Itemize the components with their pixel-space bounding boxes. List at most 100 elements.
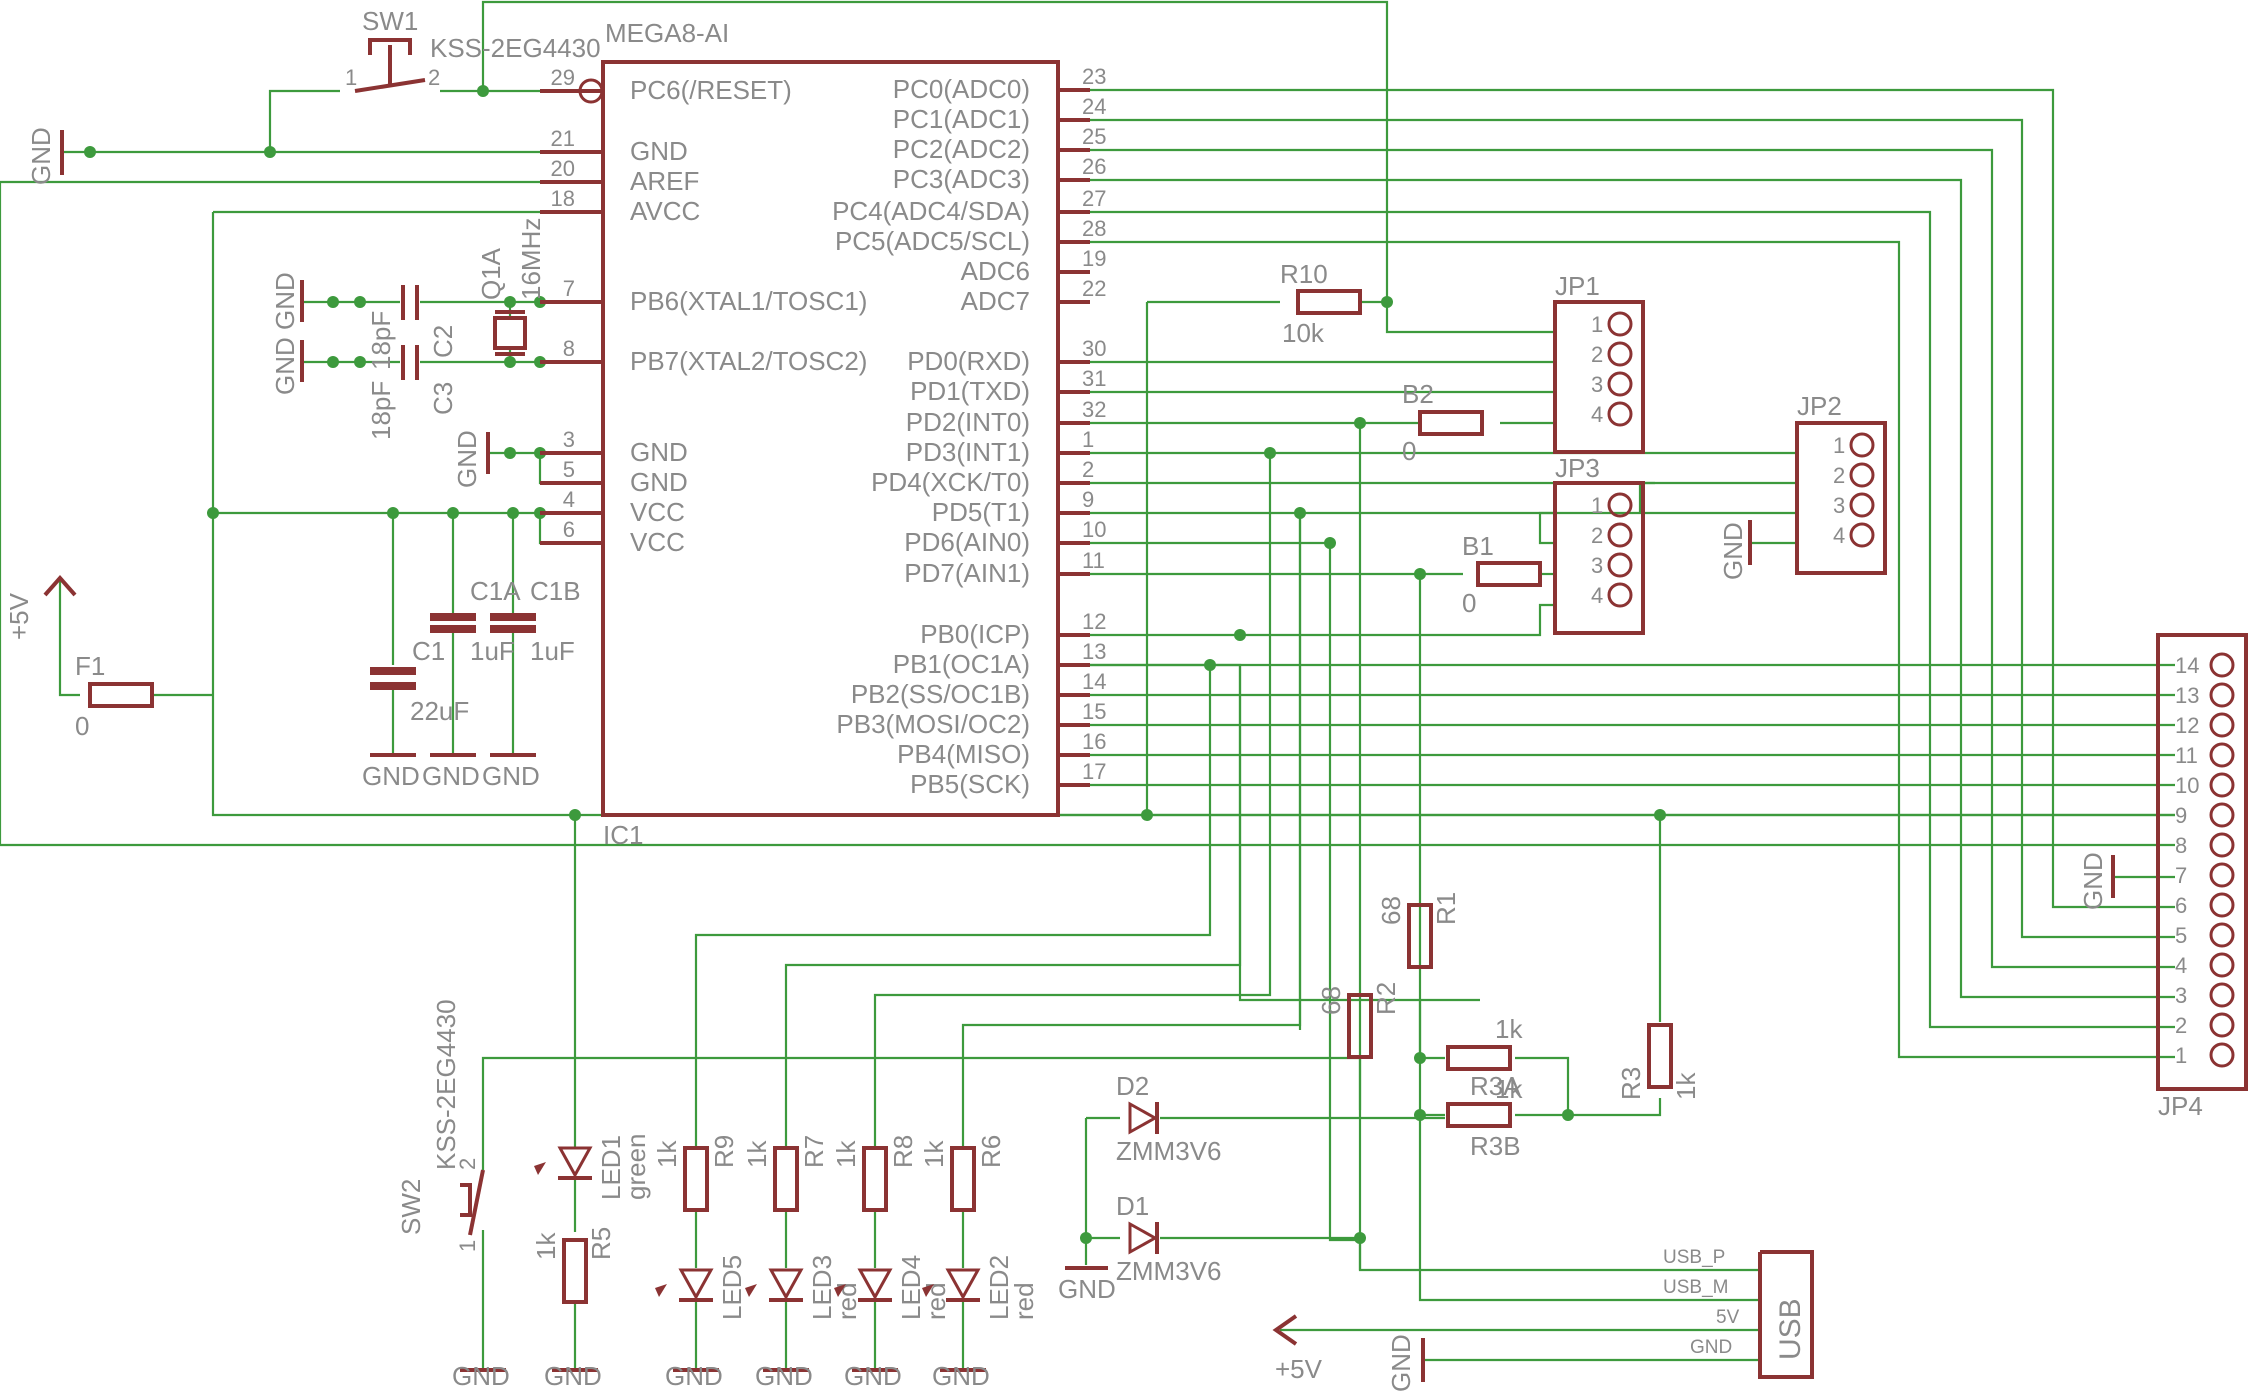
ic-pin-label: PB2(SS/OC1B): [851, 679, 1030, 709]
usb-connector: USB USB_P USB_M 5V GND: [1663, 1247, 1814, 1379]
header-pin-num: 2: [1591, 523, 1603, 548]
jp4-pin-num: 11: [2175, 743, 2198, 768]
ic-pin-num: 3: [563, 427, 575, 452]
c1a-value: 1uF: [470, 636, 515, 666]
c3-value: 18pF: [366, 311, 396, 370]
plus5v-usb: +5V: [1272, 1314, 1323, 1384]
ic-pin-label: VCC: [630, 497, 685, 527]
gnd-label-diodes: GND: [1058, 1274, 1116, 1304]
junctions: [84, 85, 1666, 1244]
b1-label: B1: [1462, 531, 1494, 561]
ic-pin-label: PB0(ICP): [920, 619, 1030, 649]
ic-pin-num: 14: [1082, 669, 1106, 694]
led2-label: LED2: [984, 1255, 1014, 1320]
ic-pin-num: 24: [1082, 94, 1106, 119]
jp4-pin-num: 6: [2175, 893, 2187, 918]
ic-pin-label: GND: [630, 437, 688, 467]
ic-pin-label: PD1(TXD): [910, 376, 1030, 406]
d1-label: D1: [1116, 1191, 1149, 1221]
gnd-label-c1b: GND: [482, 761, 540, 791]
r3-label: R3: [1616, 1067, 1646, 1100]
d2-label: D2: [1116, 1071, 1149, 1101]
ic-pin-label: PB4(MISO): [897, 739, 1030, 769]
sw2-pin1: 1: [455, 1240, 480, 1252]
usb-pin-gnd: GND: [1690, 1337, 1732, 1358]
header-pin-num: 2: [1591, 342, 1603, 367]
sw1-label: SW1: [362, 6, 418, 36]
ic-pin-num: 13: [1082, 639, 1106, 664]
jp4-label: JP4: [2158, 1091, 2203, 1121]
r10-value: 10k: [1282, 318, 1325, 348]
r5-value: 1k: [531, 1232, 561, 1260]
ic-pin-label: PC4(ADC4/SDA): [832, 196, 1030, 226]
jp4-pin-num: 2: [2175, 1013, 2187, 1038]
ic-pin-num: 7: [563, 276, 575, 301]
q1a-value: 16MHz: [516, 218, 546, 300]
r3a-value: 1k: [1495, 1014, 1523, 1044]
ic-pin-label: PD2(INT0): [906, 407, 1030, 437]
c3-label: C3: [428, 382, 458, 415]
f1-label: F1: [75, 651, 105, 681]
header-pin-num: 4: [1591, 402, 1603, 427]
cap-c1: C1 22uF GND: [362, 636, 469, 791]
ic-pin-label: GND: [630, 136, 688, 166]
c2-label: C2: [428, 325, 458, 358]
b2-label: B2: [1402, 379, 1434, 409]
res-r3a: 1k R3A: [1446, 1014, 1523, 1101]
ic-pin-label: PB7(XTAL2/TOSC2): [630, 346, 867, 376]
gnd-label-usb: GND: [1386, 1334, 1416, 1392]
c1b-label: C1B: [530, 576, 581, 606]
gnd-label-r5: GND: [544, 1361, 602, 1391]
led2: LED2 red GND: [922, 1255, 1039, 1391]
ic-pin-label: PB5(SCK): [910, 769, 1030, 799]
header-pin-num: 3: [1591, 372, 1603, 397]
ic-pin-num: 18: [551, 186, 575, 211]
ic-pin-num: 21: [551, 126, 575, 151]
jp4-pin-num: 13: [2175, 683, 2199, 708]
led4-label: LED4: [896, 1255, 926, 1320]
cap-c1b: C1B 1uF GND: [482, 576, 581, 791]
led1-label: LED1: [596, 1135, 626, 1200]
gnd-label-xtal2: GND: [270, 337, 300, 395]
c1b-value: 1uF: [530, 636, 575, 666]
c1-value: 22uF: [410, 696, 469, 726]
res-r1: 68 R1: [1376, 892, 1461, 969]
ic-pin-num: 4: [563, 487, 575, 512]
ic-pin-num: 30: [1082, 336, 1106, 361]
header-pin-num: 4: [1833, 523, 1845, 548]
ic-pin-num: 25: [1082, 124, 1106, 149]
r7-value: 1k: [742, 1140, 772, 1168]
jp3-label: JP3: [1555, 453, 1600, 483]
res-b1: B1 0: [1462, 531, 1542, 618]
led4: LED4 red GND: [834, 1255, 951, 1391]
ic-pin-num: 27: [1082, 186, 1106, 211]
res-r3b: 1k R3B: [1446, 1074, 1523, 1161]
ic-pin-num: 28: [1082, 216, 1106, 241]
led5-label: LED5: [717, 1255, 747, 1320]
gnd-label-led4: GND: [844, 1361, 902, 1391]
header-pin-num: 3: [1591, 553, 1603, 578]
ic-pin-label: PB3(MOSI/OC2): [836, 709, 1030, 739]
ic-pin-label: PD0(RXD): [907, 346, 1030, 376]
jp2-label: JP2: [1797, 391, 1842, 421]
res-b2: B2 0: [1402, 379, 1484, 466]
fuse-f1: F1 0: [75, 651, 154, 741]
res-r9: 1k R9: [652, 1135, 739, 1212]
ic-pin-label: PD6(AIN0): [904, 527, 1030, 557]
gnd-label-led5: GND: [665, 1361, 723, 1391]
header-pin-num: 2: [1833, 463, 1845, 488]
sw1-pin1: 1: [345, 65, 357, 90]
r9-label: R9: [709, 1135, 739, 1168]
led3-label: LED3: [807, 1255, 837, 1320]
jp4-pin-num: 5: [2175, 923, 2187, 948]
sw1-part: KSS-2EG4430: [430, 33, 601, 63]
ic-pin-num: 2: [1082, 457, 1094, 482]
r7-label: R7: [799, 1135, 829, 1168]
cap-c2: C2 18pF: [366, 285, 458, 440]
ic-pin-label: PC0(ADC0): [893, 74, 1030, 104]
ic-pin-label: PC3(ADC3): [893, 164, 1030, 194]
r6-value: 1k: [919, 1140, 949, 1168]
